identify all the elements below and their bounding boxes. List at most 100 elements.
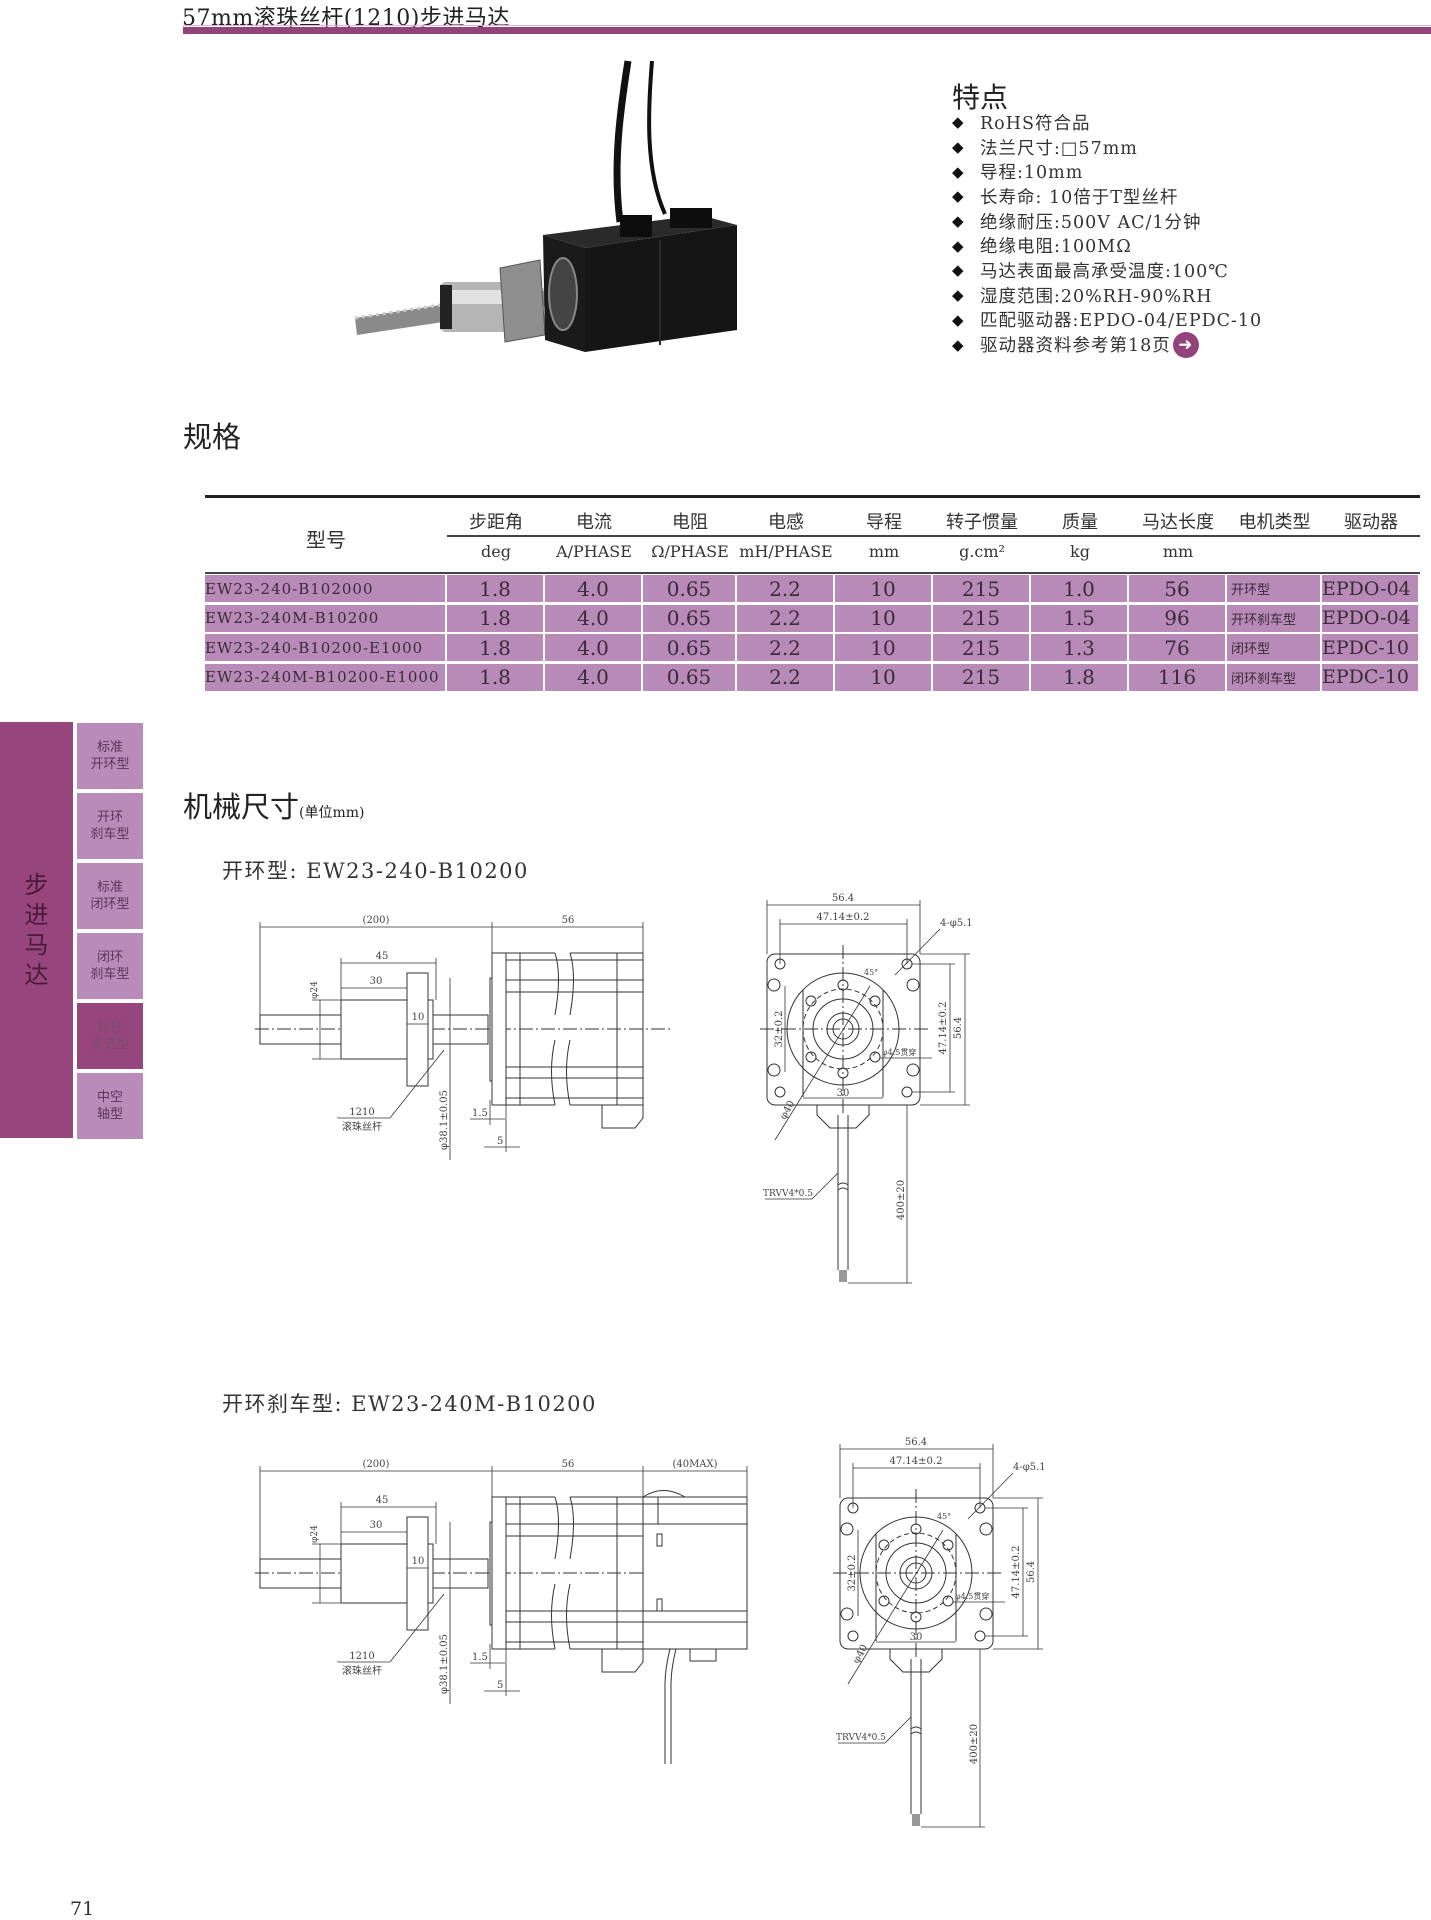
column-unit: mm [1162,542,1194,561]
feature-item: ◆ 绝缘耐压:500V AC/1分钟 [952,209,1262,234]
dim-angle: 45° [937,1512,951,1521]
side-view: (200) 56 45 30 10 φ24 φ38.1±0.05 1.5 5 1… [255,1459,673,1704]
table-cell: 4.0 [545,575,641,602]
sidebar-category [0,722,73,1138]
title-bar [183,27,1431,34]
table-cell: 1.8 [447,575,543,602]
feature-text: 绝缘电阻:100MΩ [980,237,1132,258]
feature-text: RoHS符合品 [980,113,1091,134]
screw-code: 1210 [349,1107,374,1118]
table-cell: 76 [1129,634,1225,661]
dim-nut-dia: φ24 [310,1525,320,1543]
dim-nut-body: 30 [370,976,383,987]
sidebar-tab[interactable]: 闭环 刹车型 [77,933,143,999]
feature-text: 绝缘耐压:500V AC/1分钟 [980,212,1202,233]
dim-brake-length: (40MAX) [672,1459,717,1470]
table-cell: 10 [835,604,931,632]
column-header: 马达长度 [1142,512,1214,533]
drawing-label-open-loop-brake: 开环刹车型: EW23-240M-B10200 [222,1392,597,1416]
brake-section: (40MAX) [642,1459,748,1764]
motor-body [505,1496,644,1673]
feature-text: 湿度范围:20%RH-90%RH [980,286,1213,307]
dim-nut-body: 30 [370,1520,383,1531]
dim-flange-thickness: 5 [497,1680,503,1691]
drawing-open-loop: (200) 56 45 30 10 φ24 φ38.1±0.05 1.5 5 1… [255,893,973,1284]
feature-text: 匹配驱动器:EPDO-04/EPDC-10 [980,311,1263,332]
flange-plate [766,953,921,1106]
mechanical-heading: 机械尺寸(单位mm) [183,784,365,826]
table-cell: 2.2 [737,604,833,632]
table-cell: 56 [1129,575,1225,602]
motor-body-icon [543,208,737,352]
dim-flange-thickness: 5 [497,1136,503,1147]
dim-flange: 10 [412,1012,425,1023]
sidebar-tab[interactable]: 标准 闭环型 [77,863,143,929]
column-unit: mm [868,542,900,561]
nut-flange [406,972,429,1087]
screws [840,1522,993,1621]
sidebar-tab[interactable]: 中空 轴型 [77,1073,143,1139]
column-unit: A/PHASE [556,542,632,561]
connector [601,1648,644,1673]
title-bar-highlight [183,25,1431,26]
features-heading: 特点 [952,81,1009,114]
table-cell: 0.65 [643,575,735,602]
dimensions [838,1444,1043,1828]
column-unit: deg [481,542,511,561]
sidebar-tab[interactable]: 标准 开环型 [77,723,143,789]
dim-nut-pitch: 32±0.2 [847,1554,858,1591]
table-cell: 4.0 [545,634,641,661]
dim-cable-length: 400±20 [969,1724,980,1764]
diamond-bullet-icon: ◆ [952,113,965,132]
arrow-right-icon[interactable]: ➜ [1172,331,1199,358]
dim-flange: 10 [412,1556,425,1567]
feature-item: ◆ 匹配驱动器:EPDO-04/EPDC-10 [952,308,1262,333]
sidebar-tab[interactable]: 开环 刹车型 [77,793,143,859]
table-cell: 0.65 [643,604,735,632]
column-header: 步距角 [469,512,523,533]
sidebar-tab[interactable]: 丝杆 步进型 [77,1003,143,1069]
nut-flange [406,1516,429,1631]
mechanical-title: 机械尺寸 [183,790,300,824]
diamond-bullet-icon: ◆ [952,286,965,305]
column-header-model: 型号 [306,528,346,552]
table-cell: 10 [835,634,931,661]
feature-text: 驱动器资料参考第18页 [980,336,1171,357]
screw-name: 滚珠丝杆 [342,1120,382,1133]
table-cell: 10 [835,575,931,602]
feature-item: ◆法兰尺寸:□57mm [952,135,1262,160]
product-photo [354,60,737,352]
dim-nut-hole: φ4.5贯穿 [955,1591,989,1601]
table-cell: 4.0 [545,604,641,632]
column-unit: g.cm² [959,542,1005,561]
column-unit: Ω/PHASE [651,542,729,561]
nut-holes [805,979,881,1079]
table-cell: 闭环刹车型 [1227,663,1320,691]
header-divider [447,535,1420,537]
diamond-bullet-icon: ◆ [952,236,965,255]
table-cell: EW23-240M-B10200-E1000 [205,663,445,691]
table-cell: 215 [933,575,1029,602]
dim-height: 56.4 [953,1017,964,1039]
diamond-bullet-icon: ◆ [952,310,965,329]
table-cell: 116 [1129,663,1225,691]
screw-code: 1210 [349,1651,374,1662]
feature-item: ◆ 绝缘电阻:100MΩ [952,233,1262,258]
table-cell: EW23-240M-B10200 [205,604,445,632]
column-header: 电感 [768,512,804,533]
dim-nut-pitch: 32±0.2 [774,1010,785,1047]
column-header: 驱动器 [1344,512,1398,533]
table-cell: 闭环型 [1227,634,1320,661]
column-unit: kg [1070,542,1090,561]
column-unit: mH/PHASE [739,542,833,561]
diamond-bullet-icon: ◆ [952,335,965,354]
diamond-bullet-icon: ◆ [952,212,965,231]
dim-height: 56.4 [1026,1561,1037,1583]
column-header: 质量 [1062,512,1098,533]
page-number: 71 [70,1898,95,1920]
column-header: 转子惯量 [946,512,1018,533]
column-header: 电阻 [672,512,708,533]
